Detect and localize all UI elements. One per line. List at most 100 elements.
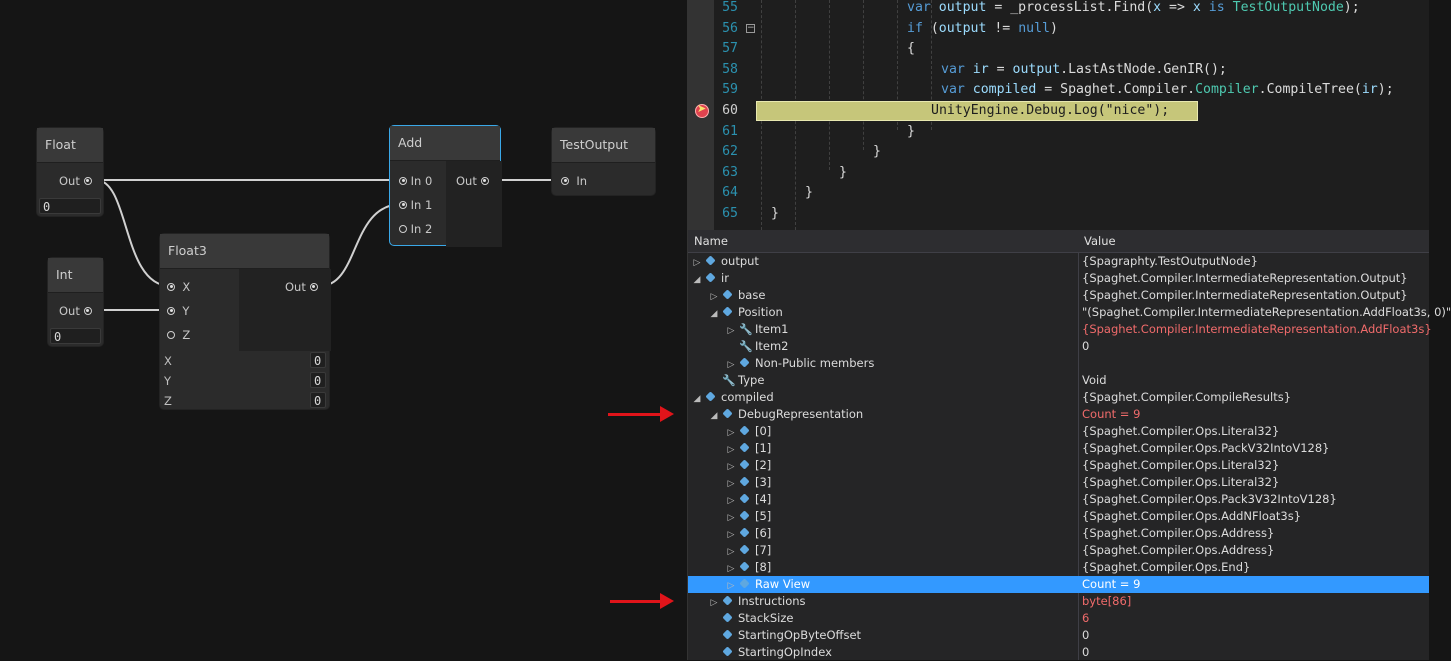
expand-arrow-icon[interactable]: ▷ bbox=[727, 428, 735, 438]
locals-row[interactable]: ▷output{Spagraphty.TestOutputNode} bbox=[688, 253, 1429, 270]
code-line-current[interactable]: 60 bbox=[714, 101, 1429, 122]
locals-row[interactable]: ▷[4]{Spaghet.Compiler.Ops.Pack3V32IntoV1… bbox=[688, 491, 1429, 508]
collapse-arrow-icon[interactable]: ◢ bbox=[693, 275, 701, 285]
int-node[interactable]: Int Out 0 bbox=[47, 257, 104, 347]
locals-row[interactable]: ▷[5]{Spaghet.Compiler.Ops.AddNFloat3s} bbox=[688, 508, 1429, 525]
locals-row-name-cell: ▷ [8] bbox=[726, 559, 772, 578]
locals-row[interactable]: ▷[8]{Spaghet.Compiler.Ops.End} bbox=[688, 559, 1429, 576]
locals-row[interactable]: 🔧Item2 0 bbox=[688, 338, 1429, 355]
expand-arrow-icon[interactable]: ▷ bbox=[727, 513, 735, 523]
code-line[interactable]: 62} bbox=[714, 142, 1429, 163]
locals-row[interactable]: ▷base{Spaghet.Compiler.IntermediateRepre… bbox=[688, 287, 1429, 304]
collapse-toggle-icon[interactable]: − bbox=[746, 23, 755, 33]
locals-row[interactable]: ▷[3]{Spaghet.Compiler.Ops.Literal32} bbox=[688, 474, 1429, 491]
code-line[interactable]: 65} bbox=[714, 204, 1429, 225]
collapse-arrow-icon[interactable]: ◢ bbox=[710, 411, 718, 421]
locals-row[interactable]: ▷Non-Public members bbox=[688, 355, 1429, 372]
locals-row-value: 0 bbox=[1082, 339, 1090, 353]
expand-arrow-icon[interactable]: ▷ bbox=[727, 462, 735, 472]
add-in2-port[interactable]: In 2 bbox=[399, 221, 432, 237]
column-header-value[interactable]: Value bbox=[1084, 234, 1116, 248]
locals-row-name-cell: 🔧Item2 bbox=[726, 338, 789, 355]
code-line[interactable]: 57{ bbox=[714, 39, 1429, 60]
float3-field-x[interactable]: 0 bbox=[310, 352, 326, 368]
locals-row-name-cell: ▷[2] bbox=[726, 457, 772, 476]
locals-row[interactable]: ◢ir{Spaghet.Compiler.IntermediateReprese… bbox=[688, 270, 1429, 287]
locals-row[interactable]: ◢Position"(Spaghet.Compiler.Intermediate… bbox=[688, 304, 1451, 321]
collapse-arrow-icon[interactable]: ◢ bbox=[710, 309, 718, 319]
float3-field-z[interactable]: 0 bbox=[310, 392, 326, 408]
add-out-port[interactable]: Out bbox=[456, 173, 489, 189]
add-in1-label: In 1 bbox=[410, 198, 433, 212]
node-graph-canvas[interactable]: Float Out 0 Int Out 0 Float3 X Y Z Out X… bbox=[0, 0, 687, 660]
float-node[interactable]: Float Out 0 bbox=[36, 127, 104, 217]
expand-arrow-icon[interactable]: ▷ bbox=[727, 445, 735, 455]
column-separator[interactable] bbox=[1078, 252, 1079, 660]
expand-arrow-icon[interactable]: ▷ bbox=[727, 496, 735, 506]
float3-in-x-port[interactable]: X bbox=[167, 279, 190, 295]
code-line[interactable]: 63} bbox=[714, 163, 1429, 184]
locals-row-name-cell: ▷[4] bbox=[726, 491, 772, 510]
expand-arrow-icon[interactable]: ▷ bbox=[693, 258, 701, 268]
locals-row-value: {Spaghet.Compiler.IntermediateRepresenta… bbox=[1082, 288, 1408, 302]
expand-arrow-icon[interactable]: ▷ bbox=[727, 479, 735, 489]
int-value-field[interactable]: 0 bbox=[50, 328, 101, 344]
expand-arrow-icon[interactable]: ▷ bbox=[727, 326, 735, 336]
locals-row[interactable]: ◢compiled{Spaghet.Compiler.CompileResult… bbox=[688, 389, 1429, 406]
locals-row-name-cell: ▷[6] bbox=[726, 525, 772, 544]
line-number: 64 bbox=[722, 185, 738, 201]
code-line[interactable]: 61} bbox=[714, 122, 1429, 143]
expand-arrow-icon[interactable]: ▷ bbox=[710, 598, 718, 608]
port-empty-icon bbox=[399, 224, 407, 233]
testoutput-in-port[interactable]: In bbox=[561, 173, 587, 189]
locals-row-name: output bbox=[721, 254, 759, 268]
locals-row[interactable]: ▷[7]{Spaghet.Compiler.Ops.Address} bbox=[688, 542, 1429, 559]
float3-field-y-label: Y bbox=[164, 374, 172, 388]
locals-row-name: [8] bbox=[755, 560, 772, 574]
expand-arrow-icon[interactable]: ▷ bbox=[727, 547, 735, 557]
float-out-port[interactable]: Out bbox=[59, 173, 92, 189]
add-in1-port[interactable]: In 1 bbox=[399, 197, 432, 213]
expand-arrow-icon[interactable]: ▷ bbox=[727, 530, 735, 540]
add-in0-port[interactable]: In 0 bbox=[399, 173, 432, 189]
locals-row[interactable]: ▷[1]{Spaghet.Compiler.Ops.PackV32IntoV12… bbox=[688, 440, 1429, 457]
float3-in-z-port[interactable]: Z bbox=[167, 327, 190, 343]
collapse-arrow-icon[interactable]: ◢ bbox=[693, 394, 701, 404]
float3-field-y[interactable]: 0 bbox=[310, 372, 326, 388]
code-line[interactable]: 64} bbox=[714, 183, 1429, 204]
column-header-name[interactable]: Name bbox=[694, 234, 728, 248]
locals-row-value: "(Spaghet.Compiler.IntermediateRepresent… bbox=[1082, 305, 1451, 319]
testoutput-node[interactable]: TestOutput In bbox=[551, 127, 656, 196]
float3-node[interactable]: Float3 X Y Z Out X 0 Y 0 Z 0 bbox=[159, 233, 331, 410]
locals-row[interactable]: ▷[0]{Spaghet.Compiler.Ops.Literal32} bbox=[688, 423, 1429, 440]
add-node[interactable]: Add In 0 In 1 In 2 Out bbox=[389, 125, 502, 247]
locals-row[interactable]: ▷[2]{Spaghet.Compiler.Ops.Literal32} bbox=[688, 457, 1429, 474]
field-icon bbox=[722, 408, 733, 419]
locals-row[interactable]: ▷🔧Item1{Spaghet.Compiler.IntermediateRep… bbox=[688, 321, 1432, 338]
expand-arrow-icon[interactable]: ▷ bbox=[727, 581, 735, 591]
expand-arrow-icon[interactable]: ▷ bbox=[710, 292, 718, 302]
float3-in-y-port[interactable]: Y bbox=[167, 303, 189, 319]
locals-row[interactable]: ▷[6]{Spaghet.Compiler.Ops.Address} bbox=[688, 525, 1429, 542]
expand-arrow-icon[interactable]: ▷ bbox=[727, 360, 735, 370]
float3-out-port[interactable]: Out bbox=[285, 279, 318, 295]
float3-in-z-label: Z bbox=[182, 328, 191, 342]
locals-window[interactable]: Name Value ▷output{Spagraphty.TestOutput… bbox=[688, 230, 1451, 661]
locals-row-name: Instructions bbox=[738, 594, 806, 608]
expand-arrow-icon[interactable]: ▷ bbox=[727, 564, 735, 574]
breakpoint-current-icon[interactable] bbox=[695, 102, 709, 118]
int-out-port[interactable]: Out bbox=[59, 303, 92, 319]
float-value-field[interactable]: 0 bbox=[39, 198, 101, 214]
